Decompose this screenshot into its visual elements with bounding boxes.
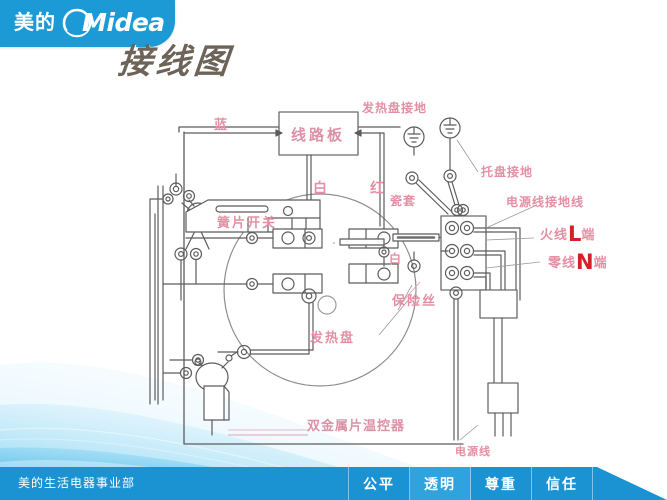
- footer-organization: 美的生活电器事业部: [18, 476, 136, 490]
- label-blue-wire: 蓝: [214, 118, 229, 133]
- label-white-wire-2: 白: [389, 252, 403, 266]
- label-live-suffix: 端: [581, 228, 596, 243]
- footer-values-group: 公平 透明 尊重 信任: [348, 467, 593, 500]
- midea-circle-logo-icon: [62, 8, 92, 38]
- label-power-cord: 电源线: [455, 445, 491, 458]
- footer-corner-shape: [597, 467, 667, 500]
- label-neutral-letter: N: [576, 250, 594, 274]
- label-neutral-prefix: 零线: [548, 256, 577, 271]
- label-red-wire: 红: [370, 181, 385, 197]
- label-circuit-board: 线路板: [291, 126, 346, 144]
- footer-value-3[interactable]: 信任: [532, 467, 593, 500]
- label-neutral-terminal: 零线N端: [548, 250, 608, 274]
- label-heating-plate: 发热盘: [310, 331, 356, 346]
- label-neutral-suffix: 端: [593, 256, 608, 271]
- brand-name-en: Midea: [82, 8, 165, 37]
- wiring-diagram: [149, 111, 541, 445]
- footer-value-1[interactable]: 透明: [410, 467, 471, 500]
- label-bimetal-thermostat: 双金属片温控器: [307, 419, 406, 434]
- label-reed-switch: 簧片开关: [217, 216, 278, 231]
- label-live-prefix: 火线: [540, 228, 569, 243]
- label-live-letter: L: [568, 222, 582, 246]
- label-live-terminal: 火线L端: [540, 222, 595, 246]
- label-tray-ground: 托盘接地: [481, 165, 534, 179]
- label-ceramic-sleeve: 瓷套: [390, 194, 417, 208]
- label-fuse: 保险丝: [392, 294, 438, 309]
- footer-bar: 美的生活电器事业部 公平 透明 尊重 信任: [0, 467, 667, 500]
- label-power-ground-wire: 电源线接地线: [506, 195, 585, 209]
- label-heating-plate-ground: 发热盘接地: [362, 101, 428, 115]
- brand-name-cn: 美的: [14, 10, 56, 34]
- footer-value-0[interactable]: 公平: [348, 467, 410, 500]
- footer-value-2[interactable]: 尊重: [471, 467, 532, 500]
- label-white-wire: 白: [313, 181, 328, 197]
- midea-logo-banner: 美的 Midea: [0, 0, 175, 47]
